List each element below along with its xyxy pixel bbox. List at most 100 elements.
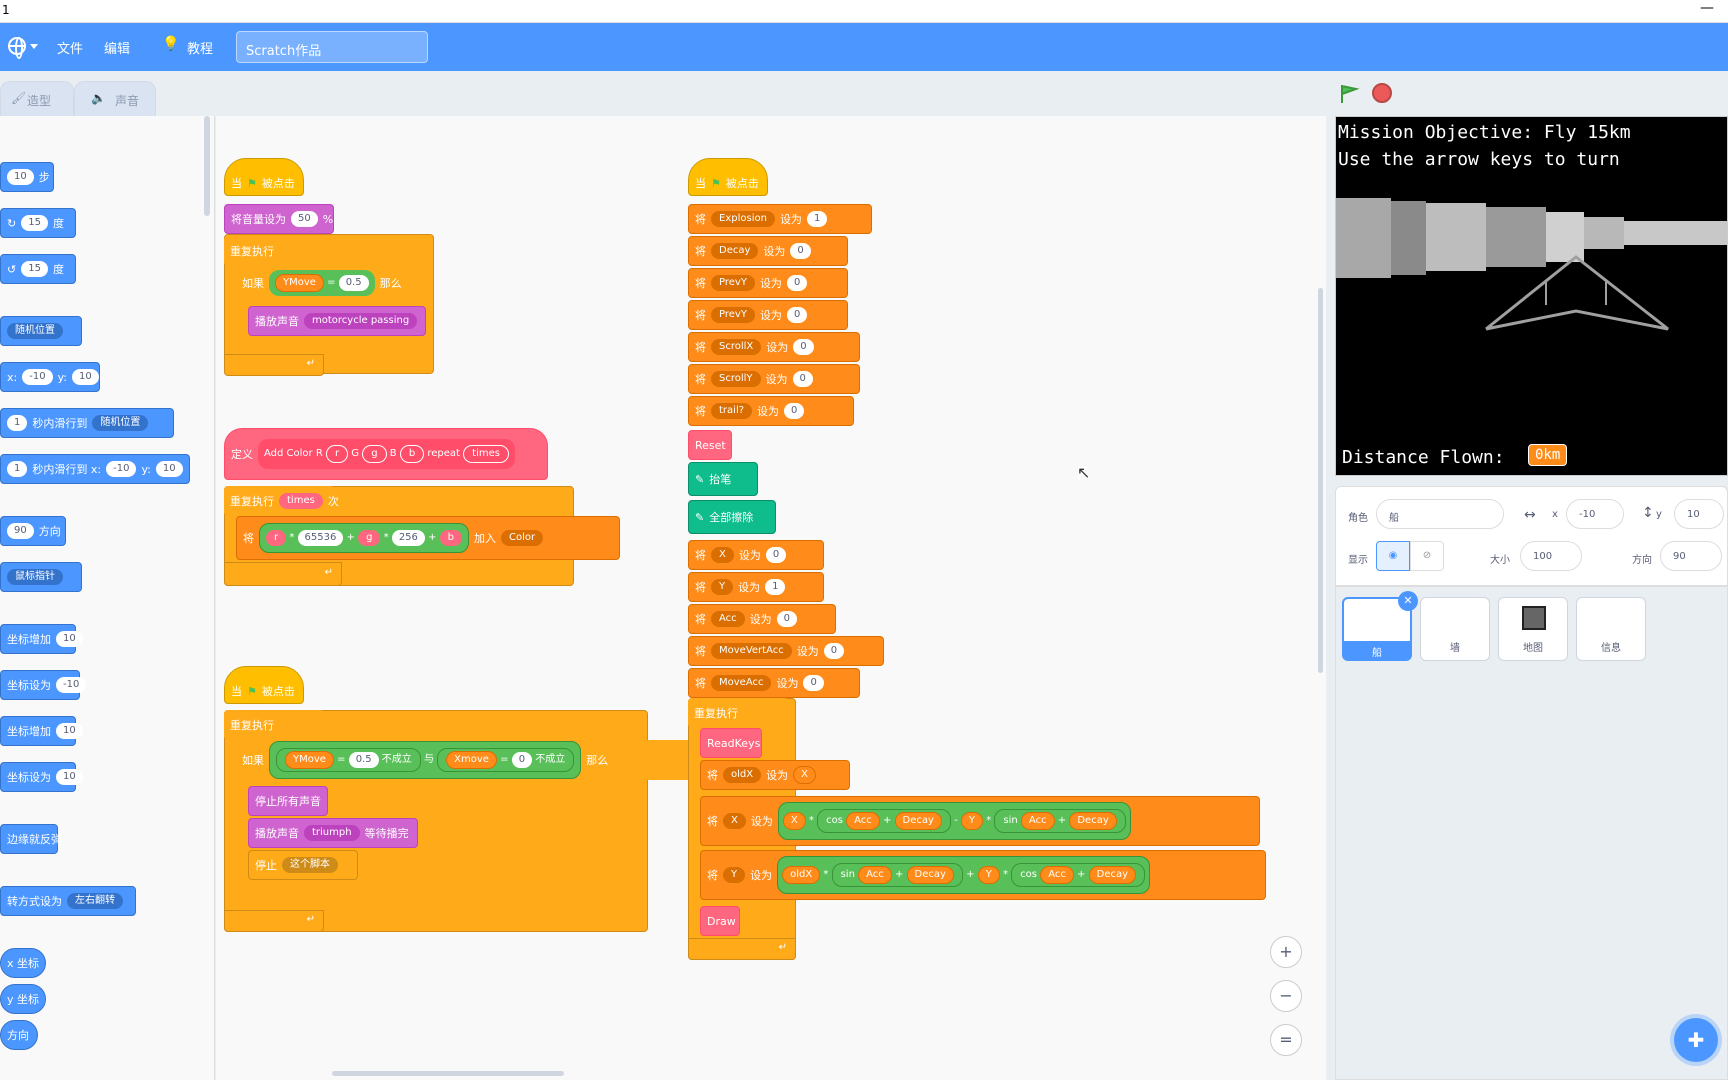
glide2-y-input[interactable]: 10	[155, 461, 183, 477]
zoom-out-button[interactable]: −	[1270, 980, 1302, 1012]
add-sprite-button[interactable]: ✚	[1674, 1018, 1718, 1062]
var-value-input[interactable]: 0	[792, 371, 813, 387]
menu-tutorials[interactable]: 教程	[187, 42, 214, 57]
show-eye-icon[interactable]: ◉	[1376, 541, 1410, 571]
minimize-button[interactable]: —	[1700, 0, 1714, 16]
size-input[interactable]: 100	[1520, 541, 1582, 571]
x-var-dropdown[interactable]: X	[723, 813, 746, 829]
var-value-input[interactable]: 0	[765, 547, 787, 563]
var-value-input[interactable]: 0	[786, 275, 808, 291]
x-formula[interactable]: X * cos Acc + Decay - Y * sin Acc + Deca…	[777, 802, 1131, 840]
menu-file[interactable]: 文件	[57, 42, 84, 57]
var-dropdown[interactable]: Acc	[711, 611, 745, 627]
turn-right-input[interactable]: 15	[21, 215, 48, 231]
var-dropdown[interactable]: Explosion	[711, 211, 775, 227]
sound-dropdown[interactable]: motorcycle passing	[304, 313, 418, 329]
var-dropdown[interactable]: trail?	[711, 403, 753, 419]
goto-x-input[interactable]: -10	[22, 369, 53, 385]
palette-scrollbar[interactable]	[204, 116, 210, 216]
direction-input[interactable]: 90	[1660, 541, 1722, 571]
var-dropdown[interactable]: Y	[711, 579, 734, 595]
workspace-horizontal-scrollbar[interactable]	[332, 1071, 564, 1076]
var-value-input[interactable]: 1	[806, 211, 828, 227]
var-value-input[interactable]: 0	[786, 307, 808, 323]
tab-sounds[interactable]: 🔈 声音	[74, 81, 156, 116]
var-dropdown[interactable]: PrevY	[711, 275, 755, 291]
var-value-input[interactable]: 0	[823, 643, 845, 659]
change-x-input[interactable]: 10	[56, 631, 83, 647]
eq-value-1[interactable]: 0.5	[338, 275, 369, 291]
var-value-input[interactable]: 0	[793, 339, 814, 355]
clear-block[interactable]: ✎全部擦除	[688, 500, 776, 534]
change-y-input[interactable]: 10	[56, 723, 83, 739]
sprite-card-map[interactable]: 地图	[1498, 597, 1568, 661]
rotation-style-dropdown[interactable]: 左右翻转	[67, 893, 123, 909]
palette-rotation-style[interactable]: 转方式设为左右翻转	[0, 886, 136, 916]
stop-button[interactable]	[1372, 83, 1392, 103]
when-flag-hat-3[interactable]: 当⚑被点击	[224, 666, 304, 704]
workspace-vertical-scrollbar[interactable]	[1318, 288, 1323, 673]
triumph-dropdown[interactable]: triumph	[304, 825, 360, 841]
hide-eye-icon[interactable]: ⊘	[1410, 541, 1444, 571]
stage-canvas[interactable]: Mission Objective: Fly 15km Use the arro…	[1335, 116, 1728, 476]
x-input[interactable]: -10	[1566, 499, 1624, 529]
var-dropdown[interactable]: Decay	[711, 243, 759, 259]
and-operator[interactable]: YMove = 0.5 不成立 与 Xmove = 0 不成立	[269, 741, 582, 779]
volume-input[interactable]: 50	[291, 211, 318, 227]
sprite-name-input[interactable]: 船	[1376, 499, 1504, 529]
green-flag-button[interactable]	[1338, 83, 1360, 109]
var-dropdown[interactable]: X	[711, 547, 734, 563]
mouse-pointer-dropdown[interactable]: 鼠标指针	[7, 569, 63, 585]
stop-option-dropdown[interactable]: 这个脚本	[282, 857, 338, 873]
var-value-input[interactable]: 0	[776, 611, 798, 627]
move-steps-input[interactable]: 10	[7, 169, 34, 185]
color-expression[interactable]: r * 65536 + g * 256 + b	[259, 523, 470, 553]
color-var-dropdown[interactable]: Color	[501, 530, 544, 546]
oldx-dropdown[interactable]: oldX	[723, 767, 762, 783]
palette-set-x[interactable]: 坐标设为-10	[0, 670, 87, 700]
y-input[interactable]: 10	[1674, 499, 1724, 529]
palette-x-position[interactable]: x 坐标	[0, 948, 46, 978]
direction-input[interactable]: 90	[7, 523, 34, 539]
zoom-in-button[interactable]: +	[1270, 936, 1302, 968]
stop-all-sounds-block[interactable]: 停止所有声音	[248, 786, 328, 816]
var-dropdown[interactable]: MoveVertAcc	[711, 643, 792, 659]
draw-call-block[interactable]: Draw	[700, 906, 740, 936]
var-dropdown[interactable]: ScrollY	[711, 371, 761, 387]
sprite-card-info[interactable]: 信息	[1576, 597, 1646, 661]
var-value-input[interactable]: 0	[803, 675, 824, 691]
expr-256[interactable]: 256	[391, 530, 425, 546]
goto-random-dropdown[interactable]: 随机位置	[7, 323, 63, 339]
var-value-input[interactable]: 0	[784, 403, 805, 419]
ymove-value-3[interactable]: 0.5	[348, 752, 379, 768]
turn-left-input[interactable]: 15	[21, 261, 48, 277]
y-formula[interactable]: oldX * sin Acc + Decay + Y * cos Acc + D…	[777, 856, 1151, 894]
tab-costumes[interactable]: 🖌 造型	[0, 81, 74, 116]
xmove-value[interactable]: 0	[511, 752, 533, 768]
sprite-card-wall[interactable]: 墙	[1420, 597, 1490, 661]
palette-point-towards[interactable]: 鼠标指针	[0, 562, 82, 592]
repeat-times-reporter[interactable]: times	[279, 493, 323, 509]
palette-bounce[interactable]: 边缘就反弹	[0, 824, 62, 854]
reset-call-block[interactable]: Reset	[688, 430, 732, 460]
